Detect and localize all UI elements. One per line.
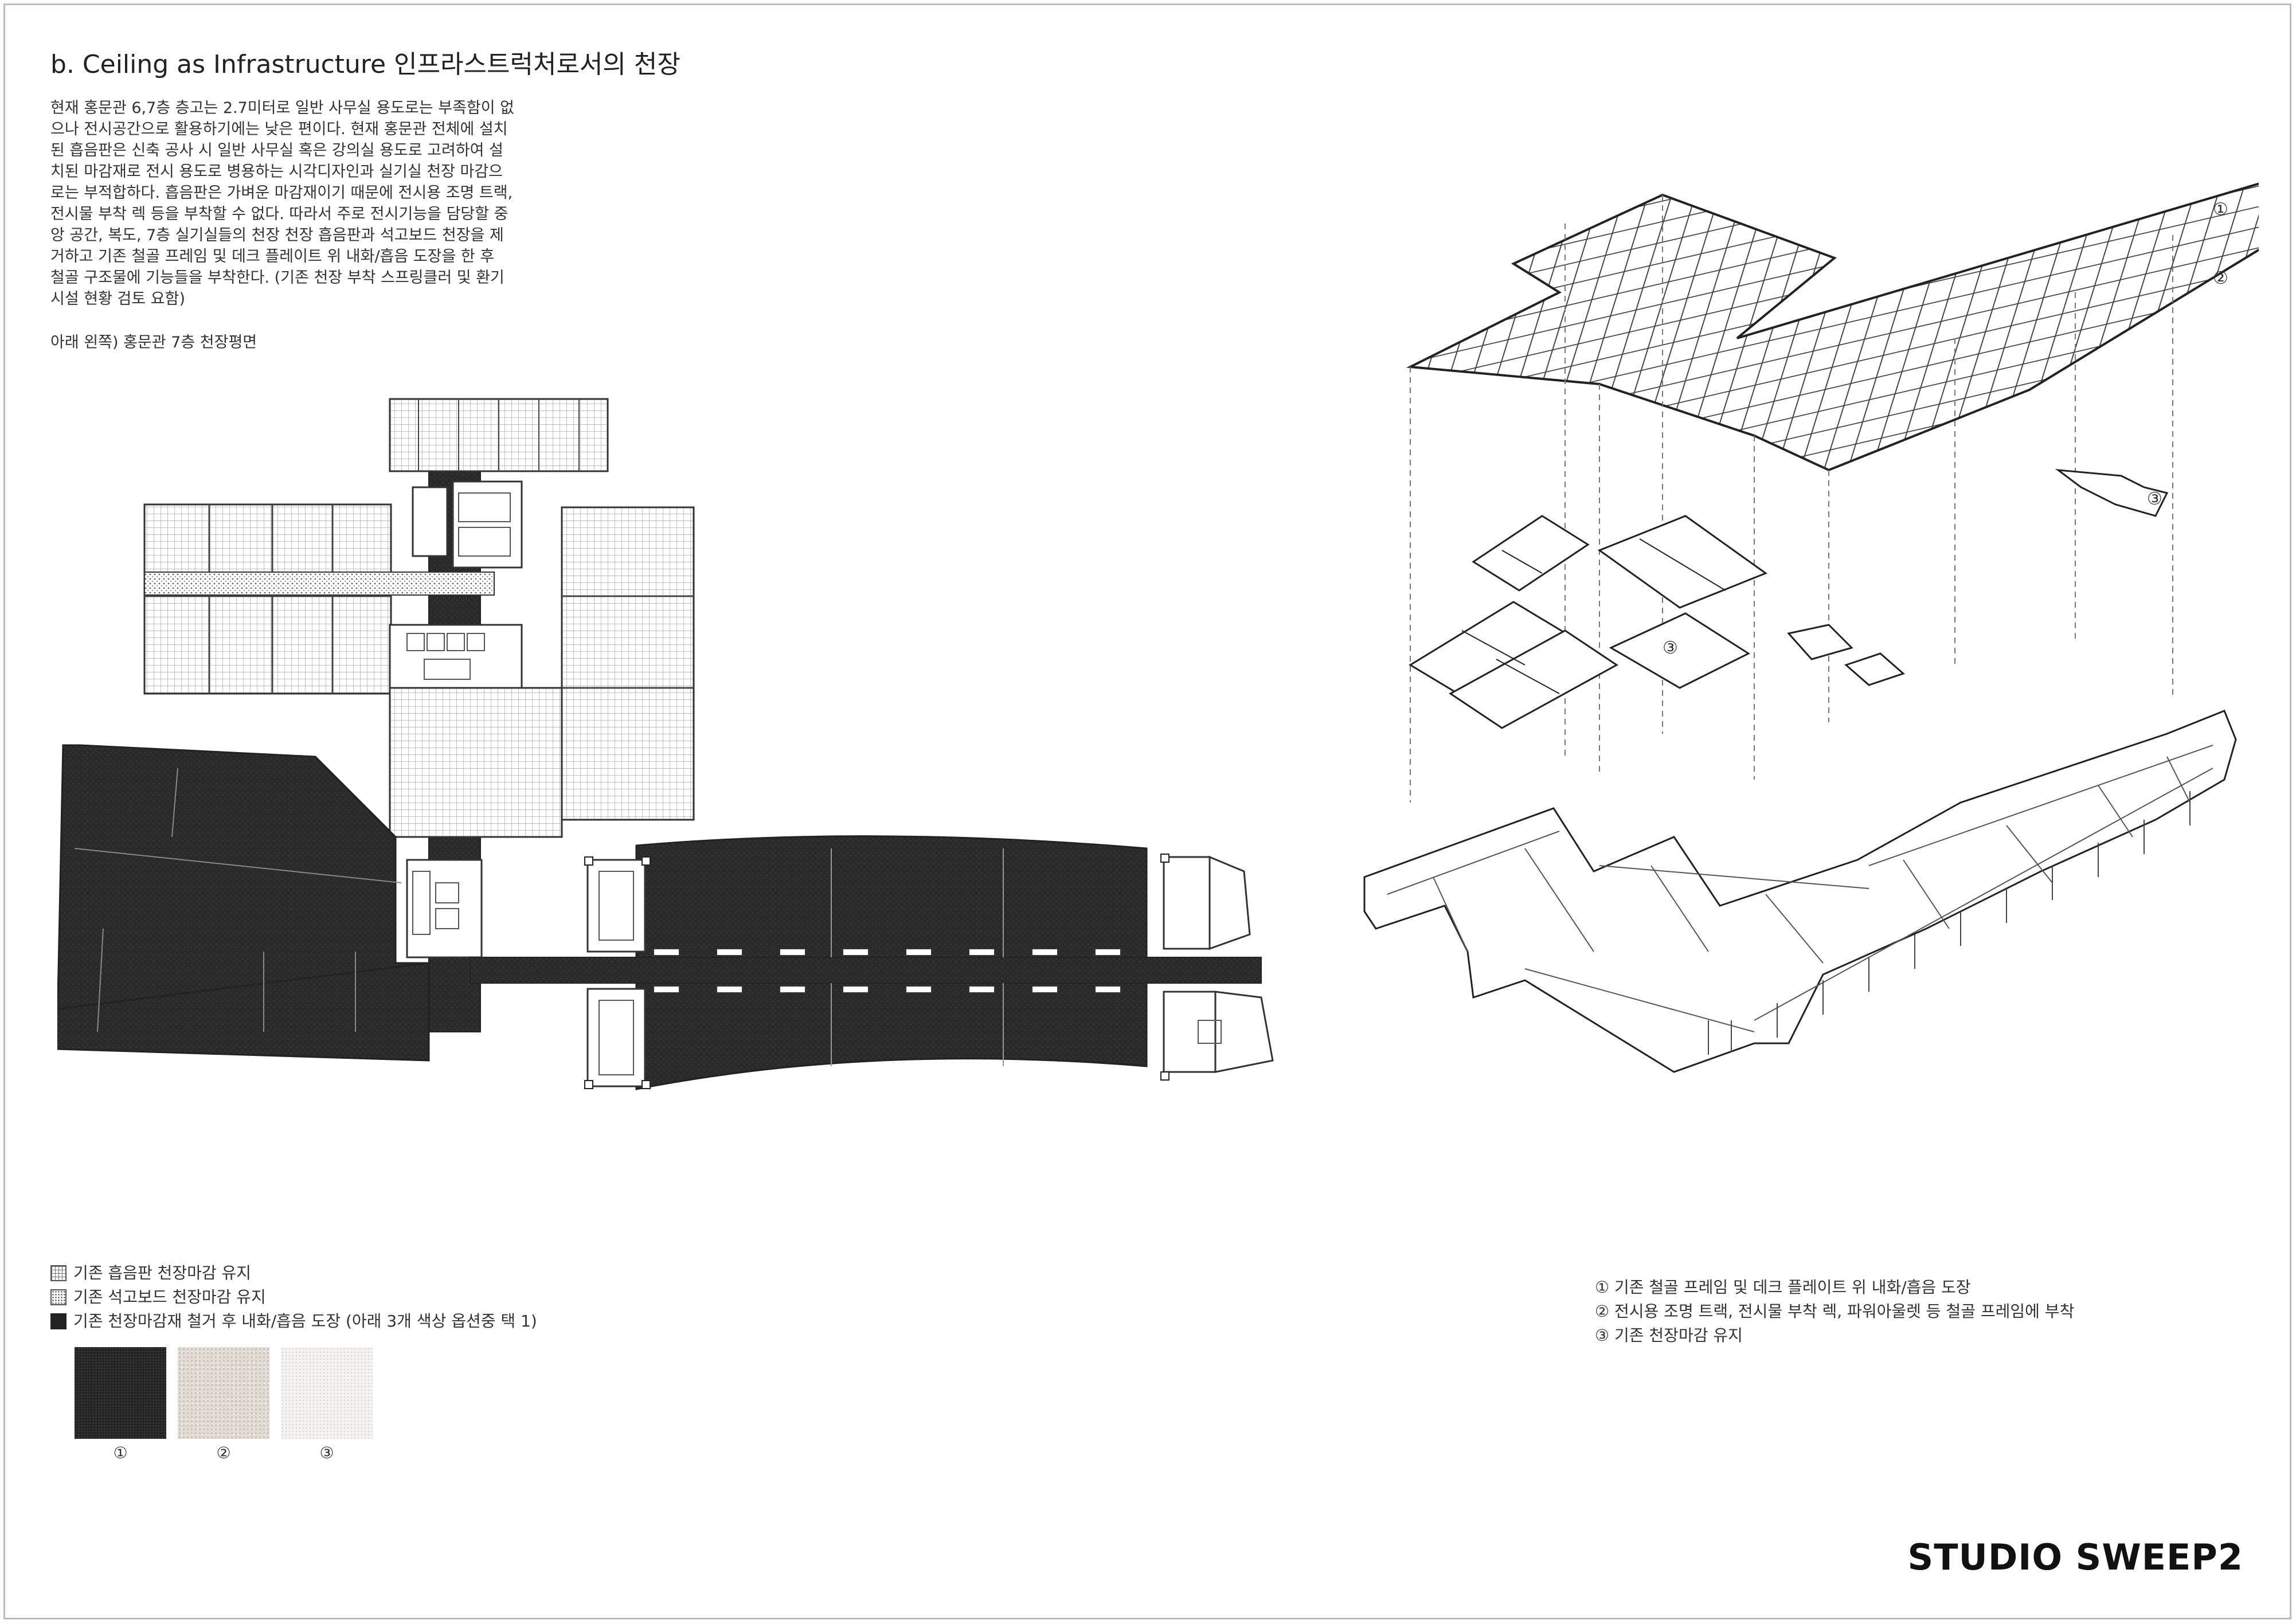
description-line: 거하고 기존 철골 프레임 및 데크 플레이트 위 내화/흡음 도장을 한 후	[50, 248, 495, 265]
legend-label: 기존 천장마감재 철거 후 내화/흡음 도장 (아래 3개 색상 옵션중 택 1…	[73, 1312, 537, 1330]
description-line: 철골 구조물에 기능들을 부착한다. (기존 천장 부착 스프링클러 및 환기	[50, 269, 504, 287]
grid-ceiling-left-wing	[143, 503, 392, 695]
legend-item-gypsum-board: 기존 석고보드 천장마감 유지	[50, 1285, 537, 1309]
color-sample-1	[75, 1347, 166, 1439]
corridor-light-fixtures	[653, 948, 1121, 993]
color-sample-2	[178, 1347, 269, 1439]
color-sample-label-2: ②	[216, 1443, 231, 1462]
grid-swatch-icon	[50, 1265, 67, 1281]
color-sample-label-3: ③	[319, 1443, 334, 1462]
description-line: 로는 부적합하다. 흡음판은 가벼운 마감재이기 때문에 전시용 조명 트랙,	[50, 184, 513, 202]
axon-legend: ① 기존 철골 프레임 및 데크 플레이트 위 내화/흡음 도장 ② 전시용 조…	[1595, 1275, 2074, 1348]
ceiling-plan-drawing	[57, 398, 1274, 1090]
axon-marker-2: ②	[2213, 268, 2228, 288]
description-text: 현재 홍문관 6,7층 층고는 2.7미터로 일반 사무실 용도로는 부족함이 …	[50, 97, 555, 310]
studio-logo: STUDIO SWEEP2	[1907, 1536, 2243, 1578]
color-sample-3	[281, 1347, 373, 1439]
legend-label: 기존 석고보드 천장마감 유지	[73, 1288, 266, 1306]
retained-ceiling-panels	[1409, 469, 2169, 729]
axon-legend-item: ③ 기존 천장마감 유지	[1595, 1326, 1743, 1345]
columns	[584, 854, 1169, 1089]
legend-label: 기존 흡음판 천장마감 유지	[73, 1263, 252, 1282]
description-line: 앙 공간, 복도, 7층 실기실들의 천장 천장 흡음판과 석고보드 천장을 제	[50, 226, 504, 244]
axon-marker-1: ①	[2213, 199, 2228, 220]
plan-legend: 기존 흡음판 천장마감 유지 기존 석고보드 천장마감 유지 기존 천장마감재 …	[50, 1261, 537, 1333]
east-core-rooms	[586, 855, 1274, 1087]
plan-caption: 아래 왼쪽) 홍문관 7층 천장평면	[50, 334, 257, 351]
axon-marker-3a: ③	[1663, 638, 1678, 658]
steel-frame-layer	[1406, 182, 2259, 472]
dark-corridor-ew	[470, 957, 1262, 984]
description-line: 현재 홍문관 6,7층 층고는 2.7미터로 일반 사무실 용도로는 부족함이 …	[50, 99, 514, 117]
page-frame	[3, 3, 2291, 1619]
legend-item-acoustic-panel: 기존 흡음판 천장마감 유지	[50, 1261, 537, 1285]
axon-legend-item: ① 기존 철골 프레임 및 데크 플레이트 위 내화/흡음 도장	[1595, 1278, 1971, 1297]
color-sample-label-1: ①	[113, 1443, 128, 1462]
facade-windows	[1708, 791, 2191, 1055]
exploded-axonometric-drawing: ① ② ③ ③	[1363, 182, 2259, 1073]
description-line: 으나 전시공간으로 활용하기에는 낮은 편이다. 현재 홍문관 전체에 설치	[50, 120, 508, 138]
axon-marker-3b: ③	[2147, 489, 2162, 509]
building-floor-model	[1363, 710, 2237, 1073]
grid-ceiling-center	[389, 687, 563, 838]
description-line: 된 흡음판은 신축 공사 시 일반 사무실 혹은 강의실 용도로 고려하여 설	[50, 142, 503, 159]
dark-swatch-icon	[50, 1313, 67, 1329]
dark-ceiling-southwest	[57, 962, 430, 1062]
description-line: 전시물 부착 렉 등을 부착할 수 없다. 따라서 주로 전시기능을 담당할 중	[50, 205, 509, 223]
dots-swatch-icon	[50, 1289, 67, 1305]
description-line: 시설 현황 검토 요함)	[50, 290, 186, 308]
axon-legend-item: ② 전시용 조명 트랙, 전시물 부착 렉, 파워아울렛 등 철골 프레임에 부…	[1595, 1302, 2075, 1321]
page-title: b. Ceiling as Infrastructure 인프라스트럭처로서의 …	[50, 50, 680, 79]
gypsum-ceiling-strip	[144, 572, 495, 596]
grid-ceiling-right-wing	[561, 506, 695, 821]
legend-item-removed-finish: 기존 천장마감재 철거 후 내화/흡음 도장 (아래 3개 색상 옵션중 택 1…	[50, 1309, 537, 1333]
description-line: 치된 마감재로 전시 용도로 병용하는 시각디자인과 실기실 천장 마감으	[50, 163, 503, 181]
